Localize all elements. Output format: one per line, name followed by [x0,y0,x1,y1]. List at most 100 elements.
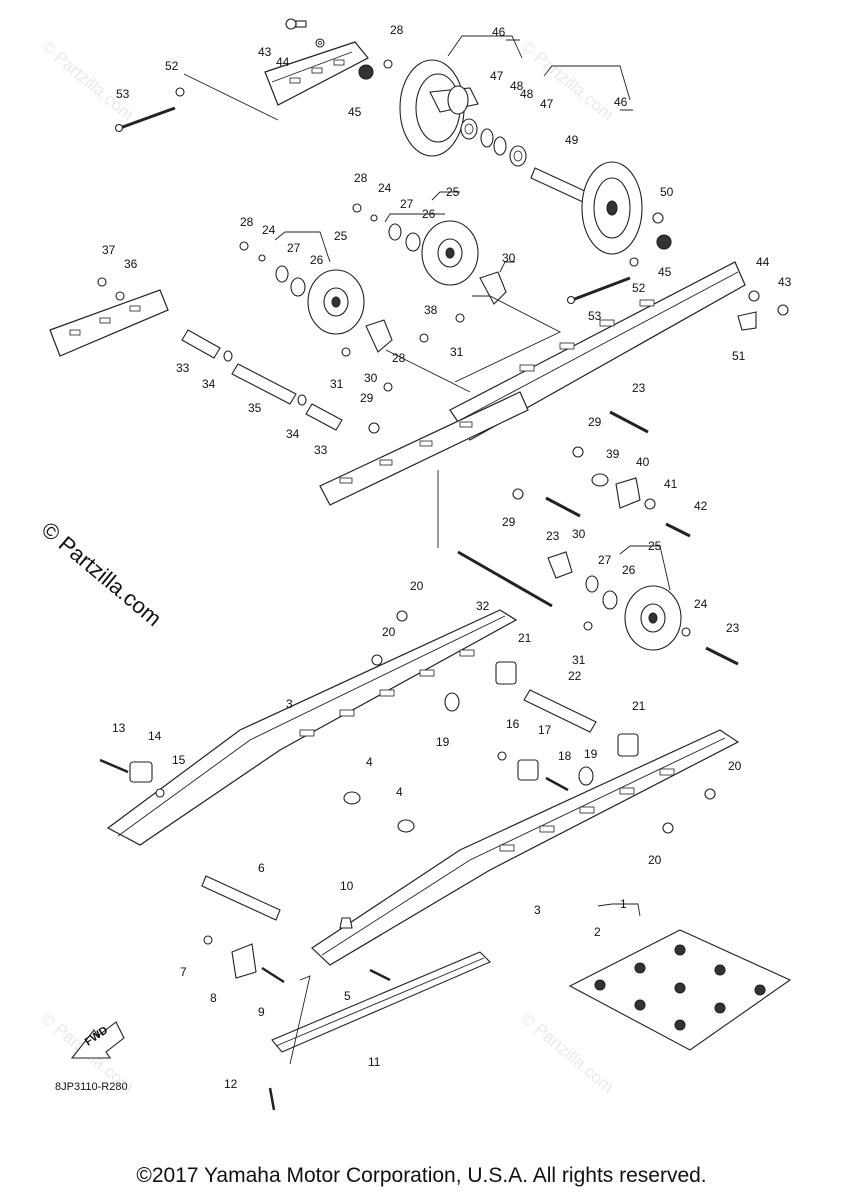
callout-28: 28 [354,171,368,185]
callout-12: 12 [224,1077,238,1091]
callout-47: 47 [490,69,504,83]
washer-24c [681,627,691,637]
callout-34: 34 [202,377,216,391]
callout-23: 23 [546,529,560,543]
callout-13: 13 [112,721,126,735]
shaft-22 [523,689,597,733]
callout-28: 28 [392,351,406,365]
callout-24: 24 [262,223,276,237]
callout-27: 27 [400,197,414,211]
washer-41 [644,498,656,510]
callout-33: 33 [176,361,190,375]
bolt-42 [665,522,691,538]
bolt-20c [704,788,716,800]
nut-28b [352,203,362,213]
washer-4a [343,791,361,805]
axle-6 [201,875,281,921]
callout-36: 36 [124,257,138,271]
callout-31: 31 [330,377,344,391]
callout-53: 53 [116,87,130,101]
callout-52: 52 [165,59,179,73]
bolt-43a [285,18,307,30]
nut-28c [239,241,249,251]
callout-30: 30 [572,527,586,541]
callout-35: 35 [248,401,262,415]
callout-48: 48 [510,79,524,93]
bolt-53b [566,276,631,305]
callout-1: 1 [620,897,627,911]
copyright-notice: ©2017 Yamaha Motor Corporation, U.S.A. A… [136,1164,707,1187]
callout-4: 4 [396,785,403,799]
snap-ring-27b [388,223,402,241]
bracket-30a [479,271,507,305]
bolt-23a [609,410,649,434]
callout-5: 5 [344,989,351,1003]
upper-left-rail-arm [49,289,169,357]
callout-29: 29 [588,415,602,429]
callout-49: 49 [565,133,579,147]
block-40 [615,477,641,509]
callout-46: 46 [492,25,506,39]
snap-ring-27c [585,575,599,593]
nut-28d [383,382,393,392]
bolt-20b [371,654,383,666]
callout-7: 7 [180,965,187,979]
callout-14: 14 [148,729,162,743]
bolt-29c [512,488,524,500]
bolt-5 [369,968,391,982]
nut-10 [339,917,353,929]
ring-48b [493,136,507,156]
washer-24a [258,254,266,262]
callout-15: 15 [172,753,186,767]
slide-rail-left-3a [106,609,518,846]
callout-3: 3 [286,697,293,711]
callout-25: 25 [648,539,662,553]
callout-32: 32 [476,599,490,613]
idler-wheel-25b [421,220,479,286]
washer-36 [115,291,125,301]
nut-31b [341,347,351,357]
bearing-26b [405,232,421,252]
washer-44a [315,38,325,48]
callout-33: 33 [314,443,328,457]
callout-9: 9 [258,1005,265,1019]
callout-29: 29 [502,515,516,529]
bolt-9 [261,966,285,984]
snap-ring-27a [275,265,289,283]
callout-18: 18 [558,749,572,763]
callout-20: 20 [648,853,662,867]
nut-31a [455,313,465,323]
washer-4b [397,819,415,833]
callout-27: 27 [287,241,301,255]
callout-52: 52 [632,281,646,295]
watermark-tile: © Partzilla.com [37,37,137,125]
callout-numbers: 43 44 28 46 52 53 45 47 48 48 47 46 49 5… [102,23,792,1091]
callout-30: 30 [502,251,516,265]
drive-sprocket-left [399,59,479,157]
callout-46: 46 [614,95,628,109]
callout-8: 8 [210,991,217,1005]
bolt-13 [99,758,129,774]
idler-wheel-25a [307,269,365,335]
bearing-47b [509,145,527,167]
callout-51: 51 [732,349,746,363]
ring-34b [297,394,307,406]
callout-42: 42 [694,499,708,513]
callout-31: 31 [572,653,586,667]
spacer-33a [181,329,221,359]
callout-23: 23 [632,381,646,395]
bolt-53a [114,106,176,133]
callout-50: 50 [660,185,674,199]
callout-21: 21 [518,631,532,645]
callout-37: 37 [102,243,116,257]
upper-rail-left [264,41,369,106]
callout-10: 10 [340,879,354,893]
block-21b [617,733,639,757]
cap-51 [737,311,757,331]
callout-34: 34 [286,427,300,441]
watermark-tile: © Partzilla.com [517,1009,617,1097]
callout-39: 39 [606,447,620,461]
callout-19: 19 [436,735,450,749]
callout-26: 26 [422,207,436,221]
drive-sprocket-right [581,161,643,255]
